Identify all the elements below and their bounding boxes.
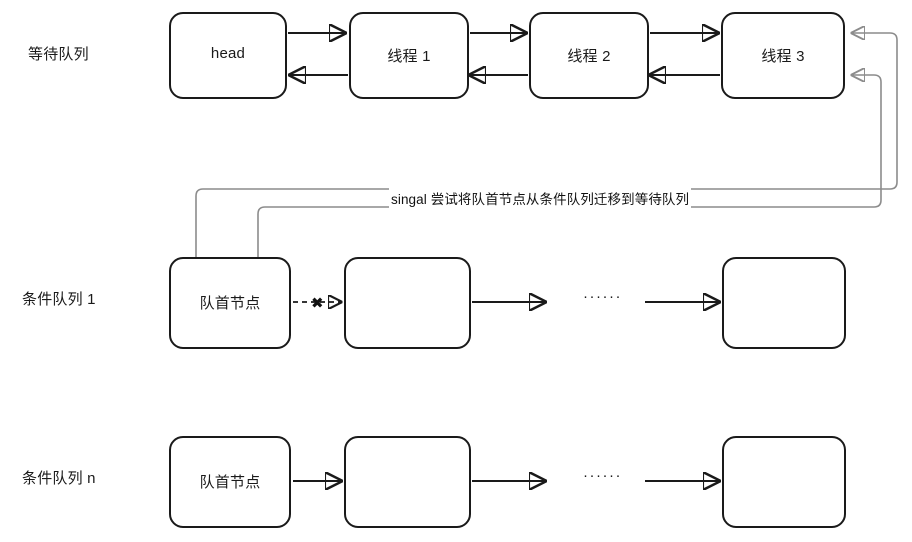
node-label-thread-3: 线程 3	[761, 48, 805, 65]
signal-path-outer	[195, 33, 898, 258]
ellipsis-condition-queue-1: ······	[583, 288, 622, 305]
node-label-cq1-head-node: 队首节点	[199, 295, 261, 312]
node-label-thread-2: 线程 2	[567, 48, 611, 65]
condition-queue-1-boxes	[169, 257, 846, 349]
ellipsis-condition-queue-n: ······	[583, 467, 622, 484]
node-label-head: head	[210, 45, 246, 62]
node-box-cq1-node-last[interactable]	[722, 257, 846, 349]
node-label-cqn-head-node: 队首节点	[199, 474, 261, 491]
condition-queue-n-boxes	[169, 436, 846, 528]
node-label-thread-1: 线程 1	[387, 48, 431, 65]
node-box-cq1-head-node[interactable]	[169, 257, 291, 349]
signal-routing-gray	[195, 33, 898, 258]
node-box-thread-3[interactable]	[721, 12, 845, 99]
node-box-thread-2[interactable]	[529, 12, 649, 99]
row-label-condition-queue-1: 条件队列 1	[22, 291, 96, 308]
node-box-thread-1[interactable]	[349, 12, 469, 99]
node-box-cqn-head-node[interactable]	[169, 436, 291, 528]
node-box-head[interactable]	[169, 12, 287, 99]
signal-edge-label: singal 尝试将队首节点从条件队列迁移到等待队列	[389, 188, 692, 208]
node-box-cq1-node-2[interactable]	[344, 257, 471, 349]
row-label-wait-queue: 等待队列	[28, 46, 89, 63]
broken-link-cross-icon: ✖	[311, 295, 324, 312]
node-box-cqn-node-last[interactable]	[722, 436, 846, 528]
signal-path-inner	[257, 75, 882, 258]
node-box-cqn-node-2[interactable]	[344, 436, 471, 528]
wait-queue-boxes	[169, 12, 845, 99]
row-label-condition-queue-n: 条件队列 n	[22, 470, 96, 487]
